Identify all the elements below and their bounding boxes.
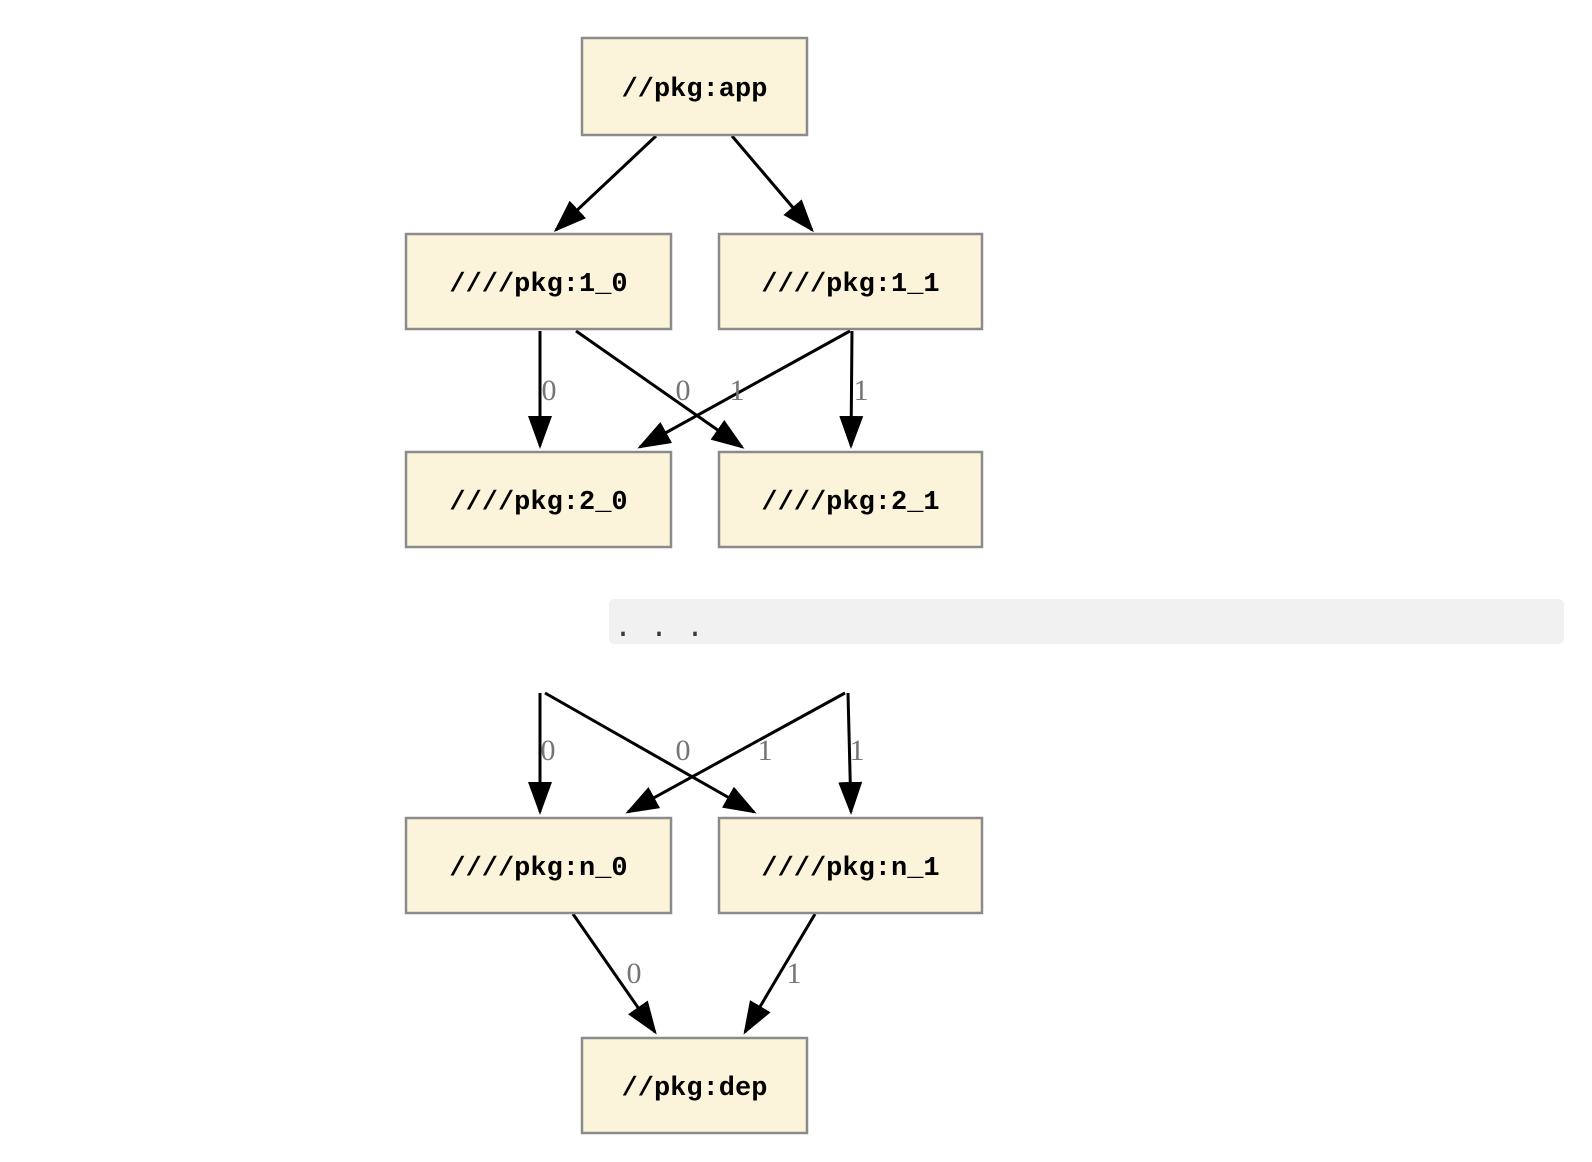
ellipsis-bar: . . .: [609, 599, 1564, 646]
graph-node-n_0: ////pkg:n_0: [404, 816, 673, 915]
edge-line: [553, 134, 658, 233]
edge-ellipsis-to-n_0: 0: [528, 693, 556, 815]
node-label: //pkg:app: [622, 75, 768, 105]
node-box: [717, 816, 984, 915]
edge-line: [730, 135, 814, 233]
graph-node-app: //pkg:app: [580, 36, 809, 137]
node-box: [404, 816, 673, 915]
edge-label: 0: [541, 734, 556, 767]
edge-n_1-to-dep: 1: [743, 913, 817, 1035]
edge-line: [743, 913, 817, 1035]
graph-node-1_1: ////pkg:1_1: [717, 232, 984, 331]
edge-label: 0: [676, 374, 691, 407]
edge-label: 0: [627, 957, 642, 990]
node-label: //pkg:dep: [622, 1074, 768, 1104]
graph-node-2_0: ////pkg:2_0: [404, 450, 673, 549]
node-box: [717, 232, 984, 331]
edge-line: [839, 330, 864, 449]
edge-1_0-to-2_1: 0: [575, 329, 745, 449]
edge-line: [637, 329, 851, 449]
node-box: [717, 450, 984, 549]
graph-node-dep: //pkg:dep: [580, 1036, 809, 1135]
node-label: ////pkg:2_1: [761, 488, 939, 518]
node-box: [580, 1036, 809, 1135]
node-box: [404, 450, 673, 549]
node-label: ////pkg:n_0: [449, 854, 627, 884]
ellipsis-bar-background: [609, 599, 1564, 644]
graph-node-n_1: ////pkg:n_1: [717, 816, 984, 915]
edge-label: 1: [758, 734, 773, 767]
edge-ellipsis-to-n_1: 1: [838, 692, 865, 815]
edge-label: 1: [854, 374, 869, 407]
ellipsis-text: . . .: [614, 612, 704, 646]
node-label: ////pkg:2_0: [449, 488, 627, 518]
node-label: ////pkg:n_1: [761, 854, 939, 884]
edge-app-to-1_0: [553, 134, 658, 233]
edge-app-to-1_1: [730, 135, 814, 233]
edge-label: 0: [676, 734, 691, 767]
edge-n_0-to-dep: 0: [571, 913, 657, 1035]
node-box: [404, 232, 673, 331]
edge-label: 1: [730, 374, 745, 407]
graph-node-1_0: ////pkg:1_0: [404, 232, 673, 331]
edge-line: [575, 329, 745, 449]
edge-label: 1: [787, 957, 802, 990]
node-box: [580, 36, 809, 137]
edge-1_1-to-2_1: 1: [839, 330, 869, 449]
node-label: ////pkg:1_1: [761, 270, 939, 300]
node-label: ////pkg:1_0: [449, 270, 627, 300]
edge-line: [838, 692, 863, 815]
edge-label: 0: [542, 374, 557, 407]
edge-line: [571, 913, 657, 1035]
edge-1_0-to-2_0: 0: [528, 331, 557, 449]
edge-ellipsis-to-n_0: 1: [625, 691, 846, 814]
edge-1_1-to-2_0: 1: [637, 329, 851, 449]
edge-ellipsis-to-n_1: 0: [544, 691, 757, 814]
graph-node-2_1: ////pkg:2_1: [717, 450, 984, 549]
edge-line: [625, 691, 846, 814]
edge-line: [544, 691, 757, 814]
edge-label: 1: [850, 734, 865, 767]
